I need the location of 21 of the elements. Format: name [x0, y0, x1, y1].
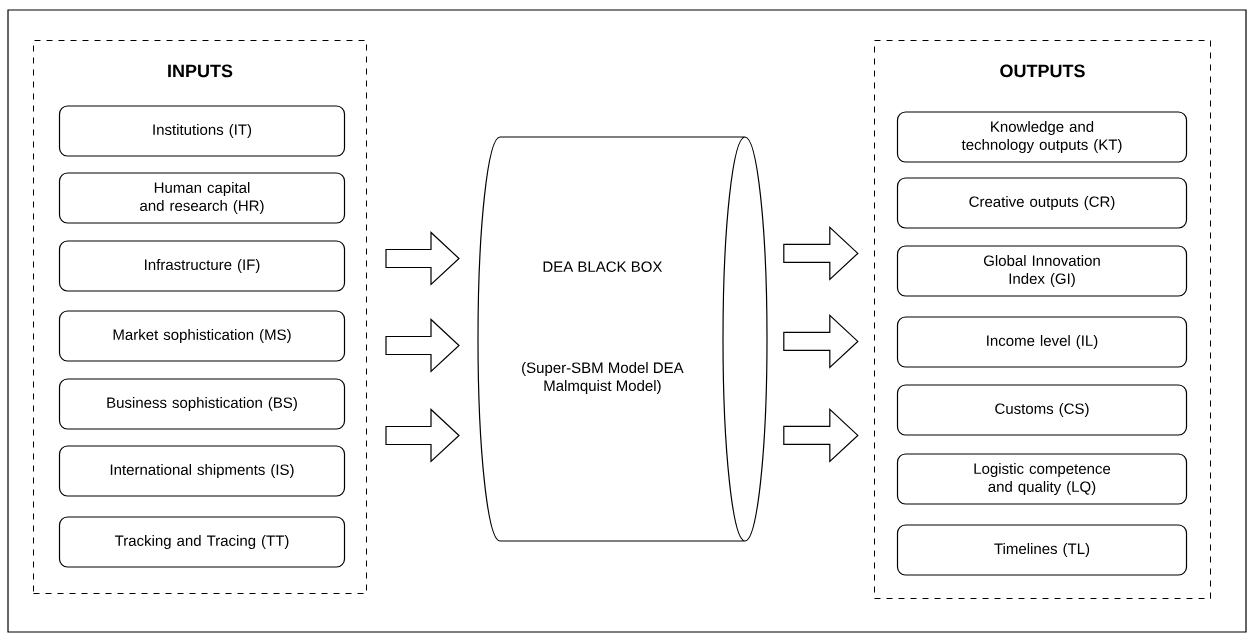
category-box: Tracking and Tracing (TT): [58, 516, 346, 568]
block-arrow: [385, 408, 460, 463]
category-box: Business sophistication (BS): [58, 378, 346, 430]
cylinder: DEA BLACK BOX (Super-SBM Model DEA Malmquist Model): [477, 136, 768, 542]
category-box: Market sophistication (MS): [58, 310, 346, 362]
block-arrow: [783, 314, 859, 369]
category-box: Customs (CS): [896, 384, 1188, 436]
category-box: Income level (IL): [896, 316, 1188, 368]
block-arrow: [783, 408, 859, 463]
block-arrow: [385, 231, 460, 286]
category-box: Infrastructure (IF): [58, 240, 346, 292]
category-box: Creative outputs (CR): [896, 177, 1188, 229]
category-box: Human capital and research (HR): [58, 172, 346, 224]
category-box: International shipments (IS): [58, 445, 346, 497]
block-arrow: [783, 226, 859, 281]
category-box: Timelines (TL): [896, 524, 1188, 576]
category-box: Logistic competence and quality (LQ): [896, 453, 1188, 505]
category-box: Institutions (IT): [58, 105, 346, 157]
block-arrow: [385, 318, 460, 373]
category-box: Global Innovation Index (GI): [896, 245, 1188, 297]
category-box: Knowledge and technology outputs (KT): [896, 111, 1188, 163]
